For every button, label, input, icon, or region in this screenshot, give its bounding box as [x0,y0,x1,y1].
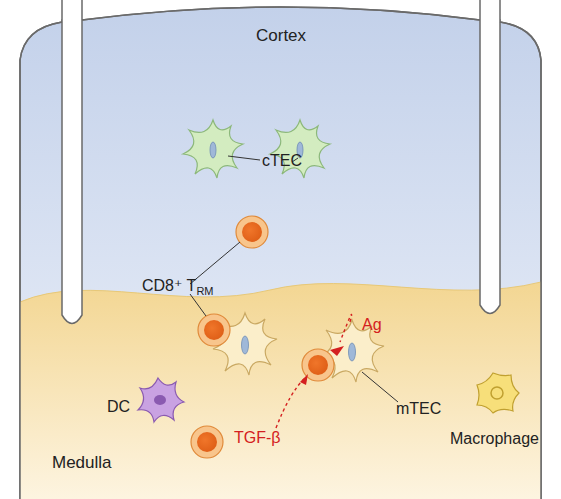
medulla-band: Medulla [20,290,541,499]
cortex-band: Cortex [20,0,541,285]
septum [480,0,500,314]
region-title: Medulla [52,453,112,473]
cortico-medullary-border [20,282,541,302]
leader-line [190,294,206,316]
dendritic-cell [138,378,184,422]
t-cell [236,216,268,248]
antigen-arrow [340,314,352,342]
septum [62,0,82,324]
antigen-label: Ag [362,316,382,334]
ctec-cell [183,120,243,178]
region-title: Cortex [256,26,306,46]
medulla-region [20,282,541,499]
leader-line [190,242,240,284]
leader-line [362,372,398,402]
arrow-head [300,374,308,385]
cell-label: cTEC [262,152,302,170]
cell-label: mTEC [396,400,441,418]
ctec-cell [270,120,330,178]
tgf-beta-arrow [276,378,305,428]
capsule-outline [20,7,541,499]
cortex-region [20,7,541,499]
t-cell [198,314,230,346]
cell-label: CD8⁺ TRM [142,276,214,297]
cell-label: Macrophage [450,430,539,448]
macrophage-cell [477,373,519,413]
cell-label: DC [107,398,130,416]
cytokine-label: TGF-β [234,429,281,447]
t-cell [191,426,223,458]
leader-line [228,156,260,160]
arrow-head [330,346,344,356]
